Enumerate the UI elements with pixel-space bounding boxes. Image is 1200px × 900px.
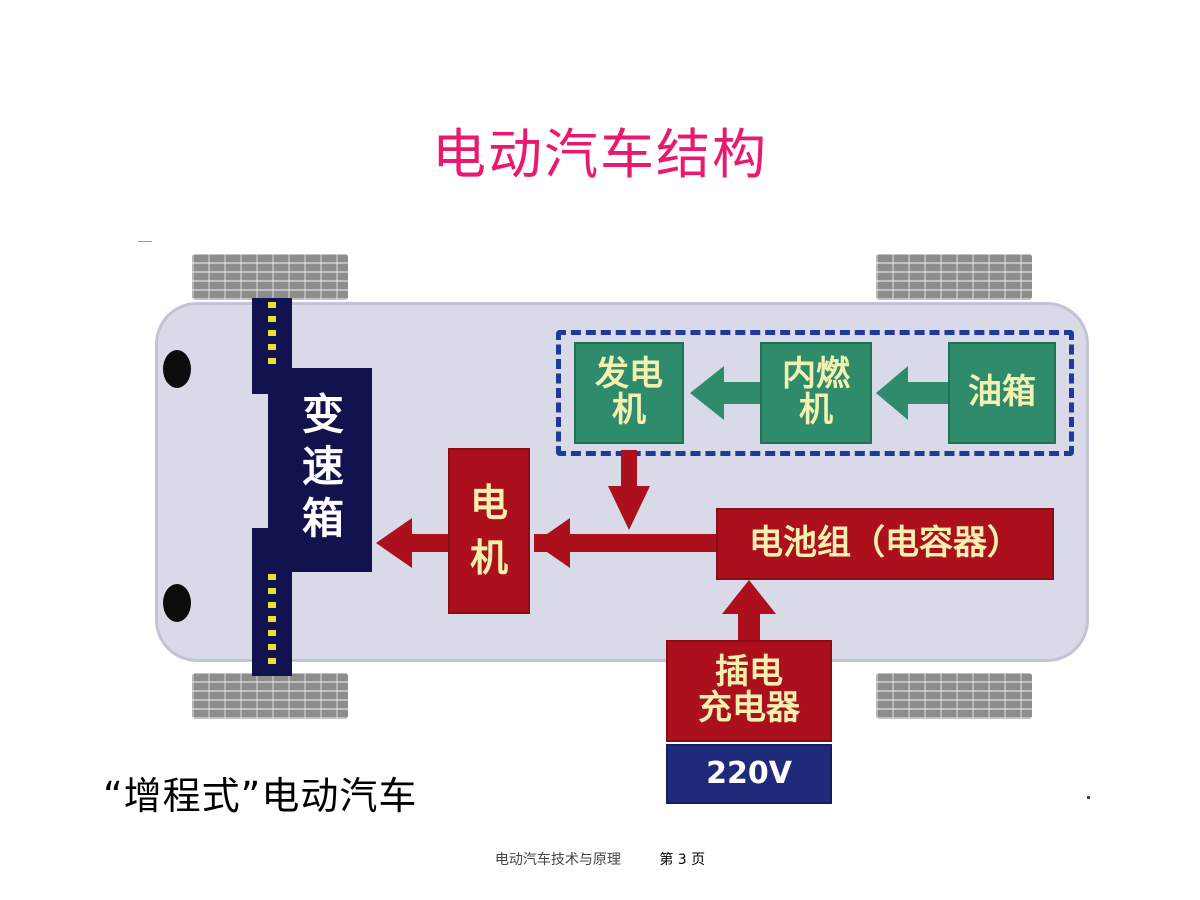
arrow-generator-to-battery — [608, 450, 650, 530]
arrow-junction-to-motor — [534, 518, 588, 568]
engine-label: 内燃 机 — [782, 354, 850, 430]
arrow-engine-to-generator — [690, 366, 760, 420]
range-extender-diagram: 变速箱 发电 机 内燃 机 油箱 电 机 电池组（电容器） 插电 充电器 220… — [138, 242, 1089, 807]
footer-course: 电动汽车技术与原理 — [494, 852, 621, 868]
axle-hub-top — [163, 350, 191, 388]
rear-right-tire — [876, 673, 1032, 719]
motor-block: 电 机 — [448, 448, 530, 614]
generator-label: 发电 机 — [595, 354, 663, 430]
arrow-charger-to-battery — [722, 580, 776, 640]
generator-block: 发电 机 — [574, 342, 684, 444]
charger-label: 插电 充电器 — [698, 652, 800, 728]
voltage-label: 220V — [706, 756, 792, 792]
arrow-fuel-to-engine — [876, 366, 948, 420]
charger-block: 插电 充电器 — [666, 640, 832, 742]
diagram-caption: “增程式”电动汽车 — [103, 774, 418, 818]
corner-dot — [1087, 796, 1090, 799]
gearbox-label: 变速箱 — [295, 392, 345, 548]
range-extender-group — [556, 330, 1074, 456]
slide-footer: 电动汽车技术与原理 第 3 页 — [0, 849, 1200, 869]
footer-page-number: 第 3 页 — [659, 852, 706, 868]
front-left-tire — [192, 254, 348, 300]
gearbox-block: 变速箱 — [268, 368, 372, 572]
battery-block: 电池组（电容器） — [716, 508, 1054, 580]
battery-label: 电池组（电容器） — [749, 523, 1021, 564]
motor-label: 电 机 — [469, 480, 508, 580]
arrows-layer — [376, 366, 948, 640]
fuel-tank-label: 油箱 — [968, 372, 1036, 413]
slide-title: 电动汽车结构 — [432, 123, 768, 186]
arrow-motor-to-gearbox — [376, 518, 448, 568]
fuel-tank-block: 油箱 — [948, 342, 1056, 444]
engine-block: 内燃 机 — [760, 342, 872, 444]
front-right-tire — [192, 673, 348, 719]
voltage-block: 220V — [666, 744, 832, 804]
axle-hub-bottom — [163, 584, 191, 622]
rear-left-tire — [876, 254, 1032, 300]
